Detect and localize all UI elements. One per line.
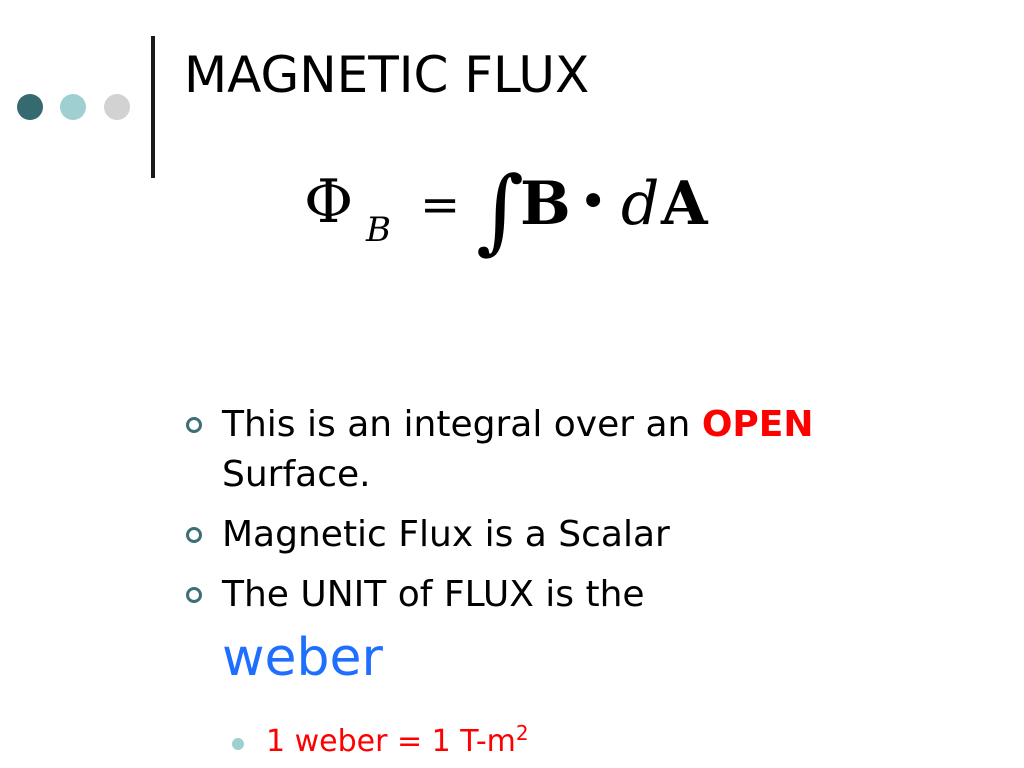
bullet-unit: The UNIT of FLUX is the weber <box>184 570 884 690</box>
subscript-b: B <box>365 210 391 250</box>
weber-emphasis: weber <box>222 628 383 688</box>
bullet-open-surface: This is an integral over an OPEN Surface… <box>184 400 884 500</box>
open-emphasis: OPEN <box>701 404 814 445</box>
bullet-scalar: Magnetic Flux is a Scalar <box>184 510 884 560</box>
vector-b: B <box>520 169 571 239</box>
bullet-text: The UNIT of FLUX is the <box>222 574 645 615</box>
bullet-text: Magnetic Flux is a Scalar <box>222 514 670 555</box>
title-divider-bar <box>151 36 155 178</box>
decorative-dot-dark <box>17 94 43 120</box>
slide-title: MAGNETIC FLUX <box>184 46 590 104</box>
weber-definition-text: 1 weber = 1 T-m <box>266 724 516 759</box>
sub-bullet-weber-definition: 1 weber = 1 T-m2 <box>232 720 529 764</box>
squared-exponent: 2 <box>515 721 529 745</box>
integral-sign: ∫ <box>476 157 524 264</box>
sub-bullet-dot-icon <box>232 738 244 750</box>
decorative-dot-gray <box>104 94 130 120</box>
bullet-ring-icon <box>186 527 202 543</box>
bullet-ring-icon <box>186 587 202 603</box>
bullet-text: This is an integral over an <box>222 404 702 445</box>
phi-symbol: Φ <box>304 167 353 237</box>
differential-d: d <box>621 169 659 239</box>
bullet-ring-icon <box>186 417 202 433</box>
equals-sign: = <box>420 177 460 233</box>
decorative-dot-teal <box>60 94 86 120</box>
dot-product-symbol: • <box>579 174 607 230</box>
vector-a: A <box>660 169 709 239</box>
magnetic-flux-equation: Φ B = ∫ B • d A <box>304 157 709 264</box>
bullet-continuation: Surface. <box>222 454 371 495</box>
bullet-list: This is an integral over an OPEN Surface… <box>184 400 884 700</box>
